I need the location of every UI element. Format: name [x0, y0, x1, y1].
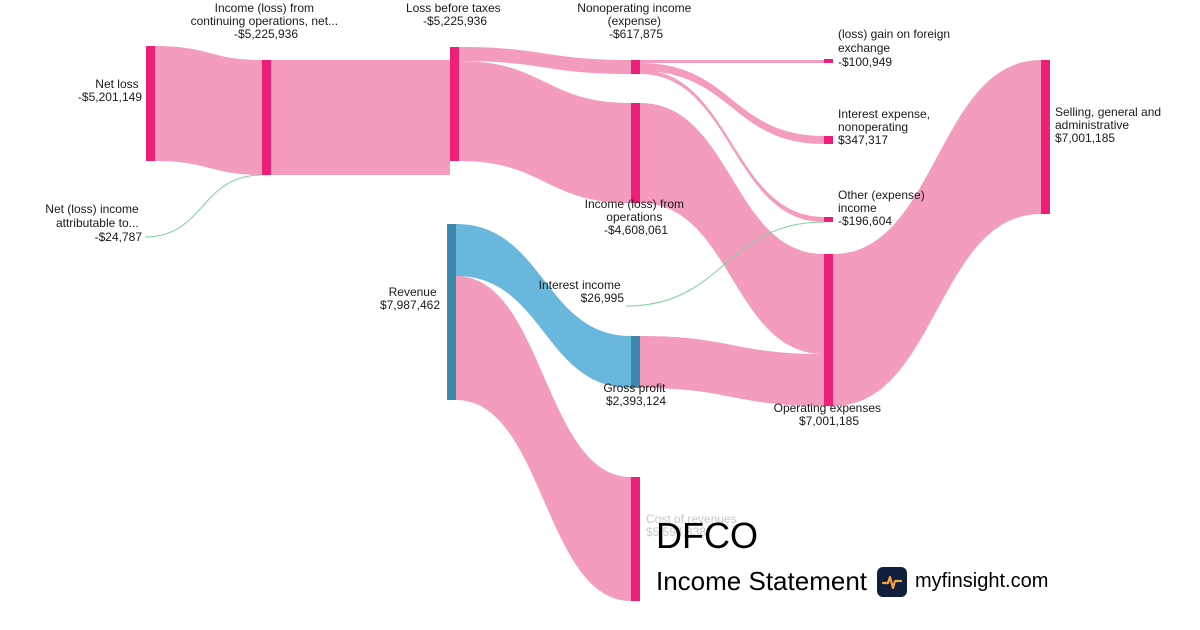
link-nonop-to-before-tax	[459, 47, 631, 74]
sankey-links	[144, 46, 1041, 601]
node-net-loss	[146, 46, 155, 161]
label-gross-profit: Gross profit $2,393,124	[603, 381, 668, 408]
label-cont-ops: Income (loss) from continuing operations…	[191, 1, 342, 41]
link-revenue-to-cost-rev	[456, 276, 631, 601]
link-cont-ops-to-net-loss	[155, 46, 262, 175]
label-interest-inc: Interest income $26,995	[539, 278, 625, 305]
node-before-tax	[450, 47, 459, 161]
node-interest-exp	[824, 136, 833, 144]
link-op-exp-to-gross-profit	[640, 336, 824, 406]
label-sga: Selling, general and administrative $7,0…	[1055, 105, 1164, 145]
sankey-labels: Net loss -$5,201,149 Net (loss) income a…	[45, 1, 1164, 539]
node-sga	[1041, 60, 1050, 214]
subtitle-row: Income Statement myfinsight.com	[656, 566, 1048, 597]
link-interest-exp-to-nonop	[640, 63, 824, 144]
label-before-tax: Loss before taxes -$5,225,936	[406, 1, 504, 28]
link-before-tax-to-cont-ops	[271, 60, 450, 175]
link-op-exp-to-sga	[833, 60, 1041, 406]
node-cont-ops	[262, 60, 271, 175]
link-fx-to-nonop	[640, 60, 824, 63]
node-revenue	[447, 224, 456, 400]
link-interest-inc-to-other	[625, 221, 825, 307]
statement-title: Income Statement	[656, 566, 867, 596]
sankey-nodes	[146, 46, 1050, 601]
link-other-exp-to-nonop	[640, 70, 824, 222]
node-op-income	[631, 103, 640, 203]
label-other-exp: Other (expense) income -$196,604	[838, 188, 928, 228]
node-gross-profit	[631, 336, 640, 388]
link-op-exp-to-op-income	[640, 103, 824, 354]
node-op-exp	[824, 254, 833, 406]
label-revenue: Revenue $7,987,462	[380, 285, 440, 312]
brand-site-link[interactable]: myfinsight.com	[915, 570, 1049, 592]
label-fx: (loss) gain on foreign exchange -$100,94…	[838, 27, 953, 69]
company-ticker: DFCO	[656, 515, 758, 556]
link-op-income-to-before-tax	[459, 61, 631, 203]
node-other-exp	[824, 217, 833, 222]
label-interest-exp: Interest expense, nonoperating $347,317	[838, 107, 933, 147]
node-nonop	[631, 60, 640, 74]
link-revenue-to-gross-profit	[456, 224, 631, 388]
label-nonop: Nonoperating income (expense) -$617,875	[577, 1, 694, 41]
label-cost-rev: Cost of revenues $5,594,338	[646, 512, 740, 539]
pulse-icon	[877, 566, 907, 597]
link-net-attr-to-cont-ops	[144, 174, 263, 238]
label-op-income: Income (loss) from operations -$4,608,06…	[585, 197, 688, 237]
label-net-attr: Net (loss) income attributable to... -$2…	[45, 202, 142, 244]
node-fx	[824, 59, 833, 63]
label-net-loss: Net loss -$5,201,149	[78, 77, 142, 104]
label-op-exp: Operating expenses $7,001,185	[774, 401, 885, 428]
node-cost-rev	[631, 477, 640, 601]
branding-block: DFCO Income Statement myfinsight.com	[656, 510, 1048, 597]
